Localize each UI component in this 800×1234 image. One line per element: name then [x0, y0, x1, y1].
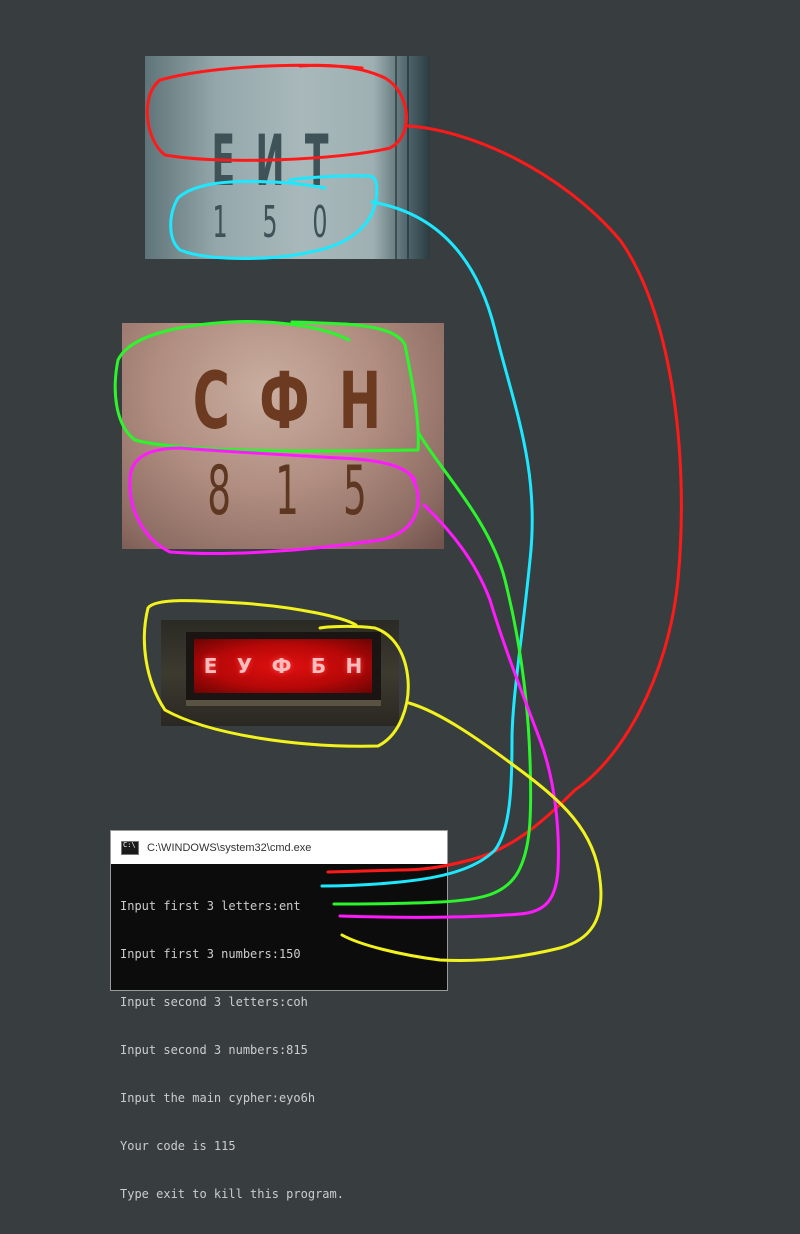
led-display: Е У Ф Б Н [194, 639, 372, 693]
dial-digit: 5 [262, 197, 278, 248]
console-line: Input first 3 numbers:150 [120, 947, 301, 961]
cmd-icon [121, 840, 139, 855]
photo-dial-middle: С Ф Н 8 1 5 [122, 323, 444, 549]
dial-stripe [407, 56, 409, 259]
console-line: Input the main cypher:eyo6h [120, 1091, 316, 1105]
led-letter: Н [345, 654, 363, 678]
photo-dial-top: Е И Т 1 5 0 [145, 56, 430, 259]
led-letter: Б [310, 654, 327, 678]
led-letter: У [236, 654, 253, 678]
dial-digit: 1 [275, 452, 299, 531]
console-line: Input second 3 letters:coh [120, 995, 308, 1009]
dial-middle-digits: 8 1 5 [207, 458, 367, 526]
dial-letter: Н [338, 357, 382, 447]
dial-top-digits: 1 5 0 [195, 201, 345, 245]
console-line: Type exit to kill this program. [120, 1187, 344, 1201]
console-title: C:\WINDOWS\system32\cmd.exe [147, 841, 312, 854]
dial-digit: 8 [207, 452, 232, 531]
dial-letter: Т [304, 120, 329, 202]
dial-letter: И [255, 120, 285, 202]
dial-digit: 1 [212, 197, 228, 248]
console-window[interactable]: C:\WINDOWS\system32\cmd.exe Input first … [110, 830, 448, 1201]
console-titlebar[interactable]: C:\WINDOWS\system32\cmd.exe [111, 831, 447, 864]
console-output[interactable]: Input first 3 letters:ent Input first 3 … [111, 864, 447, 1234]
led-letter: Ф [271, 654, 292, 678]
dial-top-letters: Е И Т [201, 126, 339, 196]
dial-middle-letters: С Ф Н [193, 363, 382, 441]
dial-stripe [395, 56, 397, 259]
dial-letter: Е [211, 120, 236, 202]
led-frame: Е У Ф Б Н [186, 632, 381, 700]
dial-letter: Ф [259, 357, 310, 447]
console-line: Your code is 115 [120, 1139, 236, 1153]
console-line: Input second 3 numbers:815 [120, 1043, 308, 1057]
dial-digit: 0 [312, 197, 328, 248]
dial-letter: С [192, 357, 230, 447]
photo-led-panel: Е У Ф Б Н [161, 620, 399, 726]
console-line: Input first 3 letters:ent [120, 899, 301, 913]
led-letter: Е [203, 654, 218, 678]
dial-digit: 5 [342, 452, 367, 531]
